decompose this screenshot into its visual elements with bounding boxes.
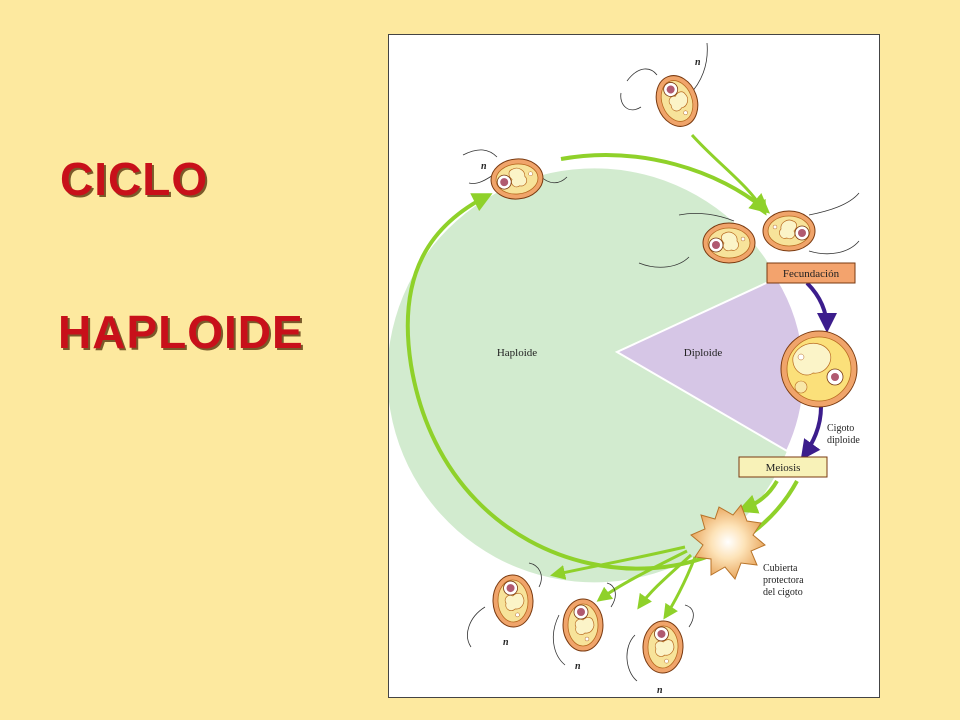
fusing-gametes xyxy=(638,192,860,268)
coat-label-line3: del cigoto xyxy=(763,587,803,598)
life-cycle-diagram-panel: n n Fecundación Haploide Diploide Cigoto… xyxy=(388,34,880,698)
ploidy-label-cell3: n xyxy=(657,685,663,696)
ploidy-label-cell2: n xyxy=(575,661,581,672)
coat-label-line2: protectora xyxy=(763,575,804,586)
ploidy-label-cell1: n xyxy=(503,637,509,648)
meiosis-box xyxy=(738,456,828,478)
new-cell-2: n xyxy=(552,582,616,672)
meiosis-label: Meiosis xyxy=(766,462,801,474)
diploid-label: Diploide xyxy=(684,347,723,359)
zygote-label-line2: diploide xyxy=(827,435,860,446)
haploid-region xyxy=(389,168,787,583)
slide-title-line1: CICLO xyxy=(60,153,209,205)
release-arrows xyxy=(550,545,697,620)
haploid-label: Haploide xyxy=(497,347,537,359)
life-cycle-diagram: n n Fecundación Haploide Diploide Cigoto… xyxy=(389,42,860,696)
new-cell-3: n xyxy=(626,604,694,696)
zygote-protective-coat xyxy=(690,504,766,580)
coat-label-line1: Cubierta xyxy=(763,563,798,574)
diploid-zygote xyxy=(780,330,858,408)
ploidy-label-top: n xyxy=(695,57,701,68)
arrow-to-fertilization-left xyxy=(560,153,771,214)
arrow-to-fertilization-top xyxy=(690,133,767,216)
ploidy-label-upper-left: n xyxy=(481,161,487,172)
gamete-top: n xyxy=(620,42,708,133)
arrow-zygote-to-meiosis xyxy=(800,406,823,461)
fertilization-label: Fecundación xyxy=(783,268,840,280)
arrow-meiosis-to-coat xyxy=(737,479,779,514)
arrow-fertilization-to-zygote xyxy=(805,281,837,333)
new-cell-1: n xyxy=(467,562,542,648)
fertilization-box xyxy=(766,262,856,284)
gamete-upper-left: n xyxy=(462,149,568,202)
slide-title-line2: HAPLOIDE xyxy=(58,306,304,358)
zygote-label-line1: Cigoto xyxy=(827,423,854,434)
